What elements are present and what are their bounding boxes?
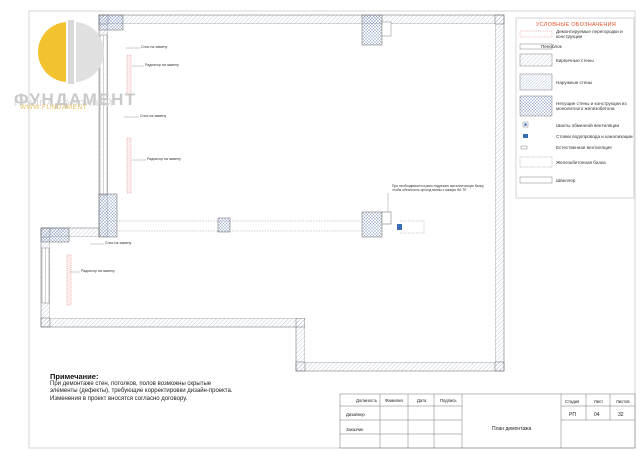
label-radiator-2: Радиатор на замену <box>147 157 181 161</box>
column-top <box>361 14 383 46</box>
logo-subtitle: ГРУППА КОМПАНИЙ <box>14 98 114 108</box>
tb-col-sign: Подпись <box>440 398 457 403</box>
ventshaft-top <box>381 21 392 37</box>
tb-stage: РП <box>569 412 576 418</box>
label-radiator-1: Радиатор на замену <box>145 63 179 67</box>
tb-sheet-header: Лист <box>594 399 604 404</box>
legend-item-3: Наружные стены <box>556 80 593 85</box>
tb-sheet: 04 <box>594 412 600 418</box>
legend-frame <box>515 17 635 199</box>
label-radiator-3: Радиатор на замену <box>81 269 115 273</box>
riser <box>381 211 392 225</box>
legend-item-9: Швеллер <box>556 178 576 183</box>
legend-item-5: Шахты обменной вентиляции <box>556 123 620 128</box>
tb-sheets-header: Листов <box>616 399 630 404</box>
note-body: При демонтаже стен, потолков, полов возм… <box>50 381 233 402</box>
label-demolish-2: Снос на замену <box>140 114 167 118</box>
tb-row-client: Заказчик <box>346 427 364 432</box>
label-demolish-3: Снос на замену <box>105 241 132 245</box>
legend-title: УСЛОВНЫЕ ОБОЗНАЧЕНИЯ <box>536 22 617 28</box>
legend-item-4: Несущие стены и конструкции из монолитно… <box>556 101 627 112</box>
column-right <box>361 211 383 238</box>
legend-item-6: Стояки водопровода и канализации <box>556 134 633 139</box>
column-low-left <box>40 227 70 243</box>
tb-sheet-title: План демонтажа <box>492 426 532 432</box>
legend-item-8: Железобетонная балка <box>556 160 606 165</box>
title-block-grid <box>339 393 636 449</box>
column-mid-left <box>98 193 118 238</box>
tb-col-surname: Фамилия <box>385 398 403 403</box>
legend-symbols <box>519 30 553 184</box>
legend-item-1: Пеноблок <box>541 44 562 49</box>
demolished-partitions <box>66 54 132 306</box>
legend-item-0: Демонтируемые перегородки и конструкции <box>556 29 623 40</box>
legend-item-7: Естественная вентиляция <box>556 145 612 150</box>
label-callout: При необходимости нужно подрезать металл… <box>392 184 485 193</box>
sheet-frame <box>28 10 636 449</box>
column-center <box>217 217 231 233</box>
demolished-beam <box>108 220 425 234</box>
tb-stage-header: Стадия <box>565 399 580 404</box>
label-demolish-1: Снос на замену <box>141 45 168 49</box>
logo-mark <box>38 20 104 84</box>
column-top-left <box>98 14 124 31</box>
note-title: Примечание: <box>50 372 99 381</box>
leaders <box>70 47 389 273</box>
tb-col-position: Должность <box>356 398 378 403</box>
logo-name: ФУНДАМЕНТ <box>14 90 137 109</box>
legend-item-2: Кирпичные стены <box>556 58 594 63</box>
tb-row-designer: Дизайнер <box>346 412 365 417</box>
tb-col-date: Дата <box>417 398 427 403</box>
tb-sheets: 32 <box>618 412 624 418</box>
logo-site: WWW.FUNDAMENT <box>20 104 88 111</box>
